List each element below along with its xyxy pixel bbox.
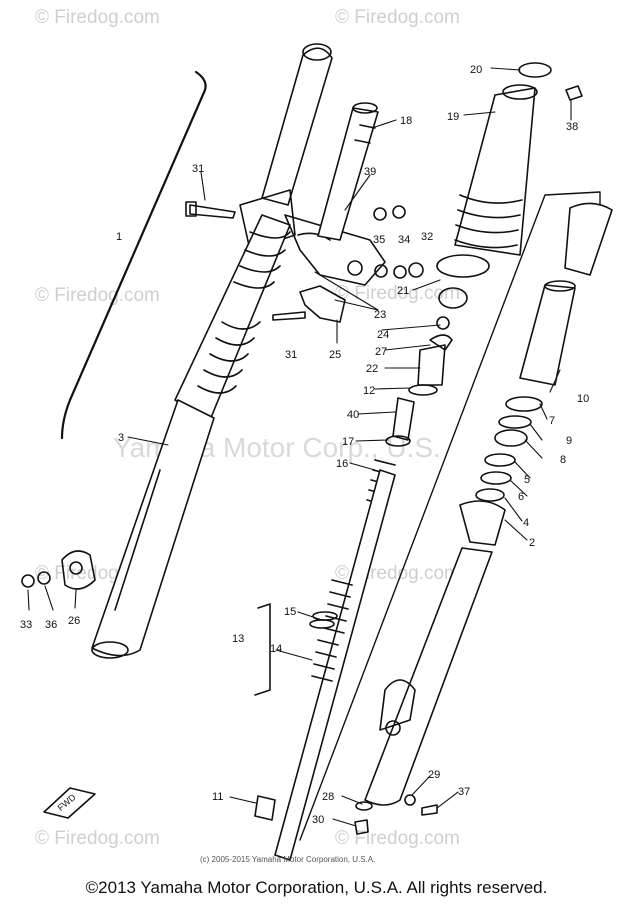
callout-20: 20 bbox=[470, 64, 482, 76]
bolt-31-bottom bbox=[272, 311, 306, 321]
footer-copyright: ©2013 Yamaha Motor Corporation, U.S.A. A… bbox=[85, 878, 548, 897]
callout-5: 5 bbox=[524, 474, 530, 486]
watermark: © Firedog.com bbox=[335, 7, 460, 28]
callout-23: 23 bbox=[374, 309, 386, 321]
fwd-arrow bbox=[43, 787, 96, 819]
left-fork-assembly bbox=[91, 43, 333, 659]
callout-34: 34 bbox=[398, 234, 410, 246]
cap-20 bbox=[518, 62, 552, 78]
watermark: © Firedog.com bbox=[35, 828, 160, 849]
callout-26: 26 bbox=[68, 615, 80, 627]
tube-10 bbox=[564, 202, 613, 276]
callout-6: 6 bbox=[518, 491, 524, 503]
callout-21: 21 bbox=[397, 285, 409, 297]
inner-tube bbox=[274, 469, 396, 861]
callout-36: 36 bbox=[45, 619, 57, 631]
callout-27: 27 bbox=[375, 346, 387, 358]
callout-18: 18 bbox=[400, 115, 412, 127]
callout-32: 32 bbox=[421, 231, 433, 243]
callout-29: 29 bbox=[428, 769, 440, 781]
callout-10: 10 bbox=[577, 393, 589, 405]
fwd-mark: FWD bbox=[56, 792, 79, 813]
callout-7: 7 bbox=[549, 415, 555, 427]
callout-24: 24 bbox=[377, 329, 389, 341]
watermark: © Firedog.com bbox=[35, 7, 160, 28]
callout-38: 38 bbox=[566, 121, 578, 133]
callout-8: 8 bbox=[560, 454, 566, 466]
callout-37: 37 bbox=[458, 786, 470, 798]
outer-tube-2 bbox=[459, 500, 506, 546]
callout-4: 4 bbox=[523, 517, 529, 529]
callout-14: 14 bbox=[270, 643, 282, 655]
under-bracket bbox=[284, 214, 386, 286]
callout-2: 2 bbox=[529, 537, 535, 549]
callout-22: 22 bbox=[366, 363, 378, 375]
watermark: © Firedog.com bbox=[335, 828, 460, 849]
callout-1: 1 bbox=[116, 231, 122, 243]
callout-31-top: 31 bbox=[192, 163, 204, 175]
callout-40: 40 bbox=[347, 409, 359, 421]
callout-13: 13 bbox=[232, 633, 244, 645]
callout-11: 11 bbox=[212, 791, 223, 803]
callout-25: 25 bbox=[329, 349, 341, 361]
bolt-31-top bbox=[189, 204, 236, 219]
callout-15: 15 bbox=[284, 606, 296, 618]
callout-3: 3 bbox=[118, 432, 124, 444]
callout-28: 28 bbox=[322, 791, 334, 803]
callout-9: 9 bbox=[566, 435, 572, 447]
inner-copyright: (c) 2005-2015 Yamaha Motor Corporation, … bbox=[200, 855, 376, 864]
callout-12: 12 bbox=[363, 385, 375, 397]
callout-35: 35 bbox=[373, 234, 385, 246]
callout-16: 16 bbox=[336, 458, 348, 470]
callout-17: 17 bbox=[342, 436, 354, 448]
holder-25 bbox=[299, 285, 346, 323]
callout-33: 33 bbox=[20, 619, 32, 631]
callout-numbers: 1 2 3 4 5 6 7 8 9 10 11 12 13 14 15 16 1… bbox=[20, 64, 589, 826]
callout-30: 30 bbox=[312, 814, 324, 826]
group-bracket bbox=[60, 70, 207, 440]
callout-31-bottom: 31 bbox=[285, 349, 297, 361]
callout-19: 19 bbox=[447, 111, 459, 123]
watermark: © Firedog.com bbox=[335, 283, 460, 304]
fork-valve-22 bbox=[417, 344, 446, 386]
part-26 bbox=[61, 550, 96, 590]
callout-39: 39 bbox=[364, 166, 376, 178]
bottom-piece-11 bbox=[254, 795, 276, 821]
watermark: © Firedog.com bbox=[35, 285, 160, 306]
outer-tube-lower bbox=[364, 547, 493, 806]
leader-lines bbox=[27, 67, 572, 827]
boot-19 bbox=[454, 87, 536, 256]
